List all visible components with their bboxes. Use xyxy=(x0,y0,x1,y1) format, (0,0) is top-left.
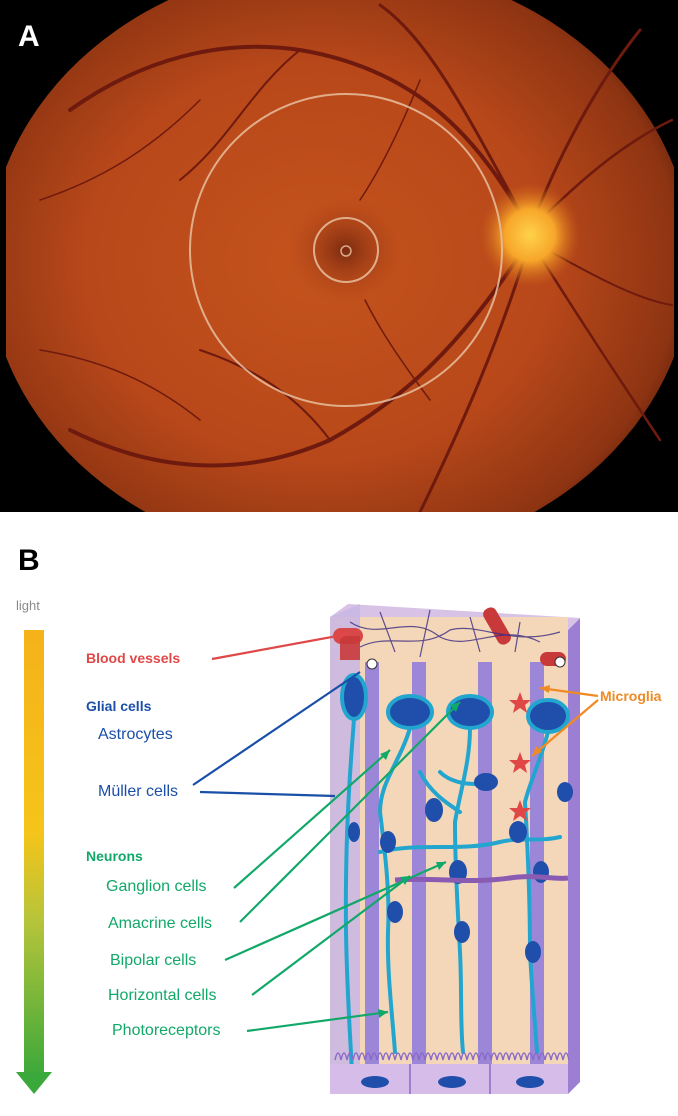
neurons-heading: Neurons xyxy=(86,848,143,864)
blood-vessels-leader xyxy=(212,634,348,659)
fundus-photo-panel: A xyxy=(0,0,678,512)
retina-block xyxy=(330,604,580,1094)
pigment-epithelium xyxy=(330,1064,568,1094)
optic-disc xyxy=(480,183,580,287)
light-gradient-arrow xyxy=(16,630,52,1094)
muller-cells-leader xyxy=(200,792,335,796)
horizontal-cells-label: Horizontal cells xyxy=(108,987,216,1005)
bipolar-cells-label: Bipolar cells xyxy=(110,952,196,970)
panel-a-letter: A xyxy=(18,20,40,54)
ganglion-cells-label: Ganglion cells xyxy=(106,878,207,896)
fundus-image xyxy=(0,0,678,512)
blood-vessels-label: Blood vessels xyxy=(86,650,180,666)
light-label: light xyxy=(16,598,40,613)
retina-diagram-panel: B light Blood vessels Glial cells Astroc… xyxy=(0,512,678,1116)
photoreceptors-label: Photoreceptors xyxy=(112,1022,221,1040)
astrocytes-label: Astrocytes xyxy=(98,726,173,744)
panel-b-letter: B xyxy=(18,544,40,578)
microglia-label: Microglia xyxy=(600,688,661,704)
muller-cells-label: Müller cells xyxy=(98,783,178,801)
glial-cells-heading: Glial cells xyxy=(86,698,151,714)
retina-diagram xyxy=(0,512,678,1116)
muller-column xyxy=(365,662,379,1082)
amacrine-cells-label: Amacrine cells xyxy=(108,915,212,933)
